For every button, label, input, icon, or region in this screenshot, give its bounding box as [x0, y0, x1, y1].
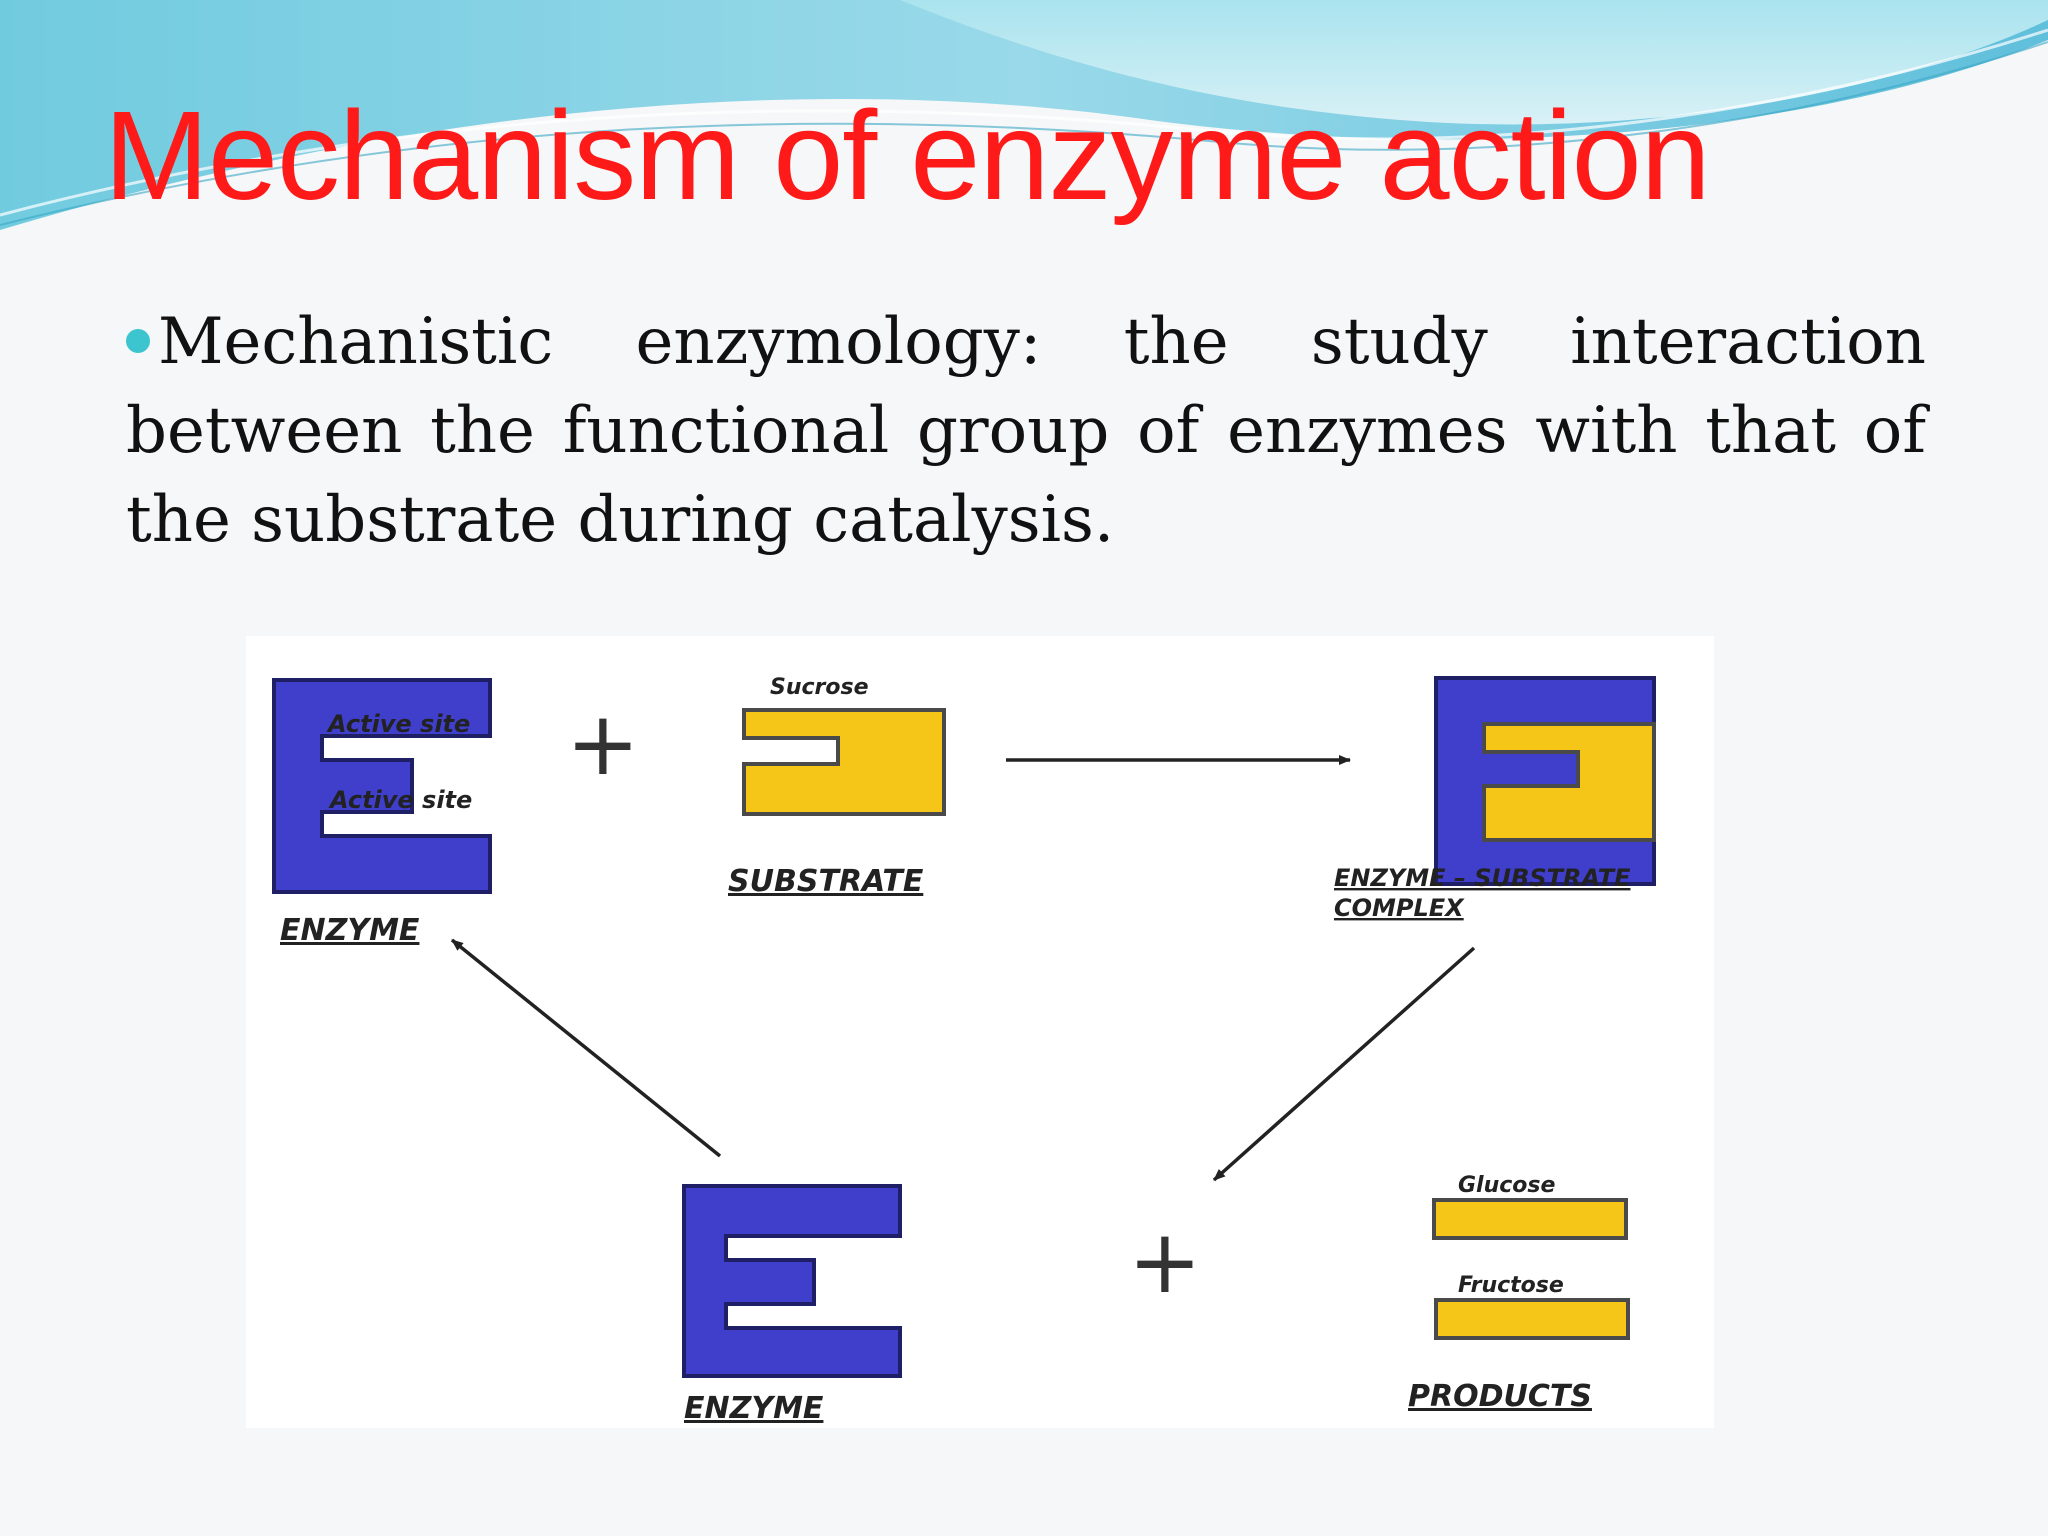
- plus-sign-bottom: +: [1128, 1210, 1202, 1313]
- slide-title: Mechanism of enzyme action: [104, 85, 1711, 226]
- plus-sign-top: +: [566, 692, 640, 795]
- complex-label-line2: COMPLEX: [1334, 894, 1465, 922]
- enzyme-label: ENZYME: [280, 913, 420, 948]
- products-label: PRODUCTS: [1408, 1379, 1592, 1414]
- free-enzyme-label: ENZYME: [684, 1391, 824, 1426]
- enzyme-mechanism-diagram: Active site Active site ENZYME + Sucrose…: [246, 636, 1714, 1428]
- substrate-label: SUBSTRATE: [728, 864, 924, 899]
- bullet-text: Mechanistic enzymology: the study intera…: [126, 305, 1926, 557]
- circle-bullet-icon: [126, 328, 150, 353]
- arrow-icon-to-enzyme: [450, 938, 722, 1158]
- active-site-label-top: Active site: [326, 710, 470, 738]
- enzyme-shape: [272, 678, 492, 894]
- substrate-name: Sucrose: [770, 675, 869, 700]
- glucose-bar: [1432, 1198, 1628, 1240]
- substrate-shape: [742, 708, 946, 816]
- free-enzyme-shape: [682, 1184, 902, 1378]
- product-glucose-name: Glucose: [1458, 1173, 1556, 1198]
- arrow-icon-to-products: [1212, 946, 1476, 1182]
- active-site-label-bottom: Active site: [328, 786, 472, 814]
- complex-substrate-shape: [1482, 722, 1656, 842]
- fructose-bar: [1434, 1298, 1630, 1340]
- bullet-paragraph: Mechanistic enzymology: the study intera…: [126, 298, 1926, 565]
- complex-label-line1: ENZYME – SUBSTRATE: [1334, 864, 1631, 892]
- product-fructose-name: Fructose: [1458, 1273, 1564, 1298]
- header-wave-decoration: [0, 0, 2048, 230]
